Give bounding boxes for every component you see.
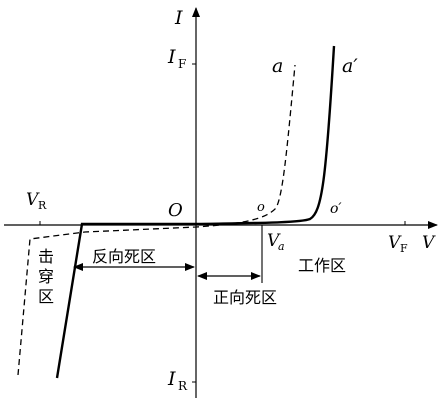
y-axis-label: I xyxy=(174,7,183,29)
reverse-dead-zone-label: 反向死区 xyxy=(92,247,156,266)
axis-ticks xyxy=(39,63,406,383)
v-forward-label: V F xyxy=(388,233,408,255)
svg-text:R: R xyxy=(178,379,188,393)
svg-text:V: V xyxy=(26,190,40,210)
svg-text:F: F xyxy=(400,242,408,255)
curve-a-prime-solid xyxy=(55,45,336,379)
curve-a-label: a xyxy=(272,55,283,77)
svg-text:穿: 穿 xyxy=(38,267,54,286)
i-forward-label: I F xyxy=(167,46,186,71)
svg-text:I: I xyxy=(167,46,176,68)
v-reverse-label: V R xyxy=(26,190,47,212)
svg-text:区: 区 xyxy=(38,287,54,306)
svg-text:a: a xyxy=(278,240,285,253)
curve-a-prime-label: a′ xyxy=(342,55,358,77)
point-o-prime-label: o′ xyxy=(330,201,342,217)
svg-text:V: V xyxy=(388,233,402,253)
curve-a-dashed xyxy=(17,64,296,376)
i-reverse-label: I R xyxy=(167,368,188,393)
svg-text:I: I xyxy=(167,368,176,390)
breakdown-zone-label: 击 穿 区 xyxy=(38,247,54,306)
v-a-label: V a xyxy=(267,231,285,253)
svg-text:V: V xyxy=(267,231,281,251)
svg-text:R: R xyxy=(38,199,47,212)
point-o-label: o xyxy=(257,200,265,215)
svg-text:击: 击 xyxy=(38,247,54,266)
forward-dead-zone-label: 正向死区 xyxy=(213,288,277,307)
svg-text:F: F xyxy=(178,57,186,71)
origin-label: O xyxy=(168,200,183,221)
working-zone-label: 工作区 xyxy=(298,256,346,275)
x-axis-label: V xyxy=(422,233,436,253)
